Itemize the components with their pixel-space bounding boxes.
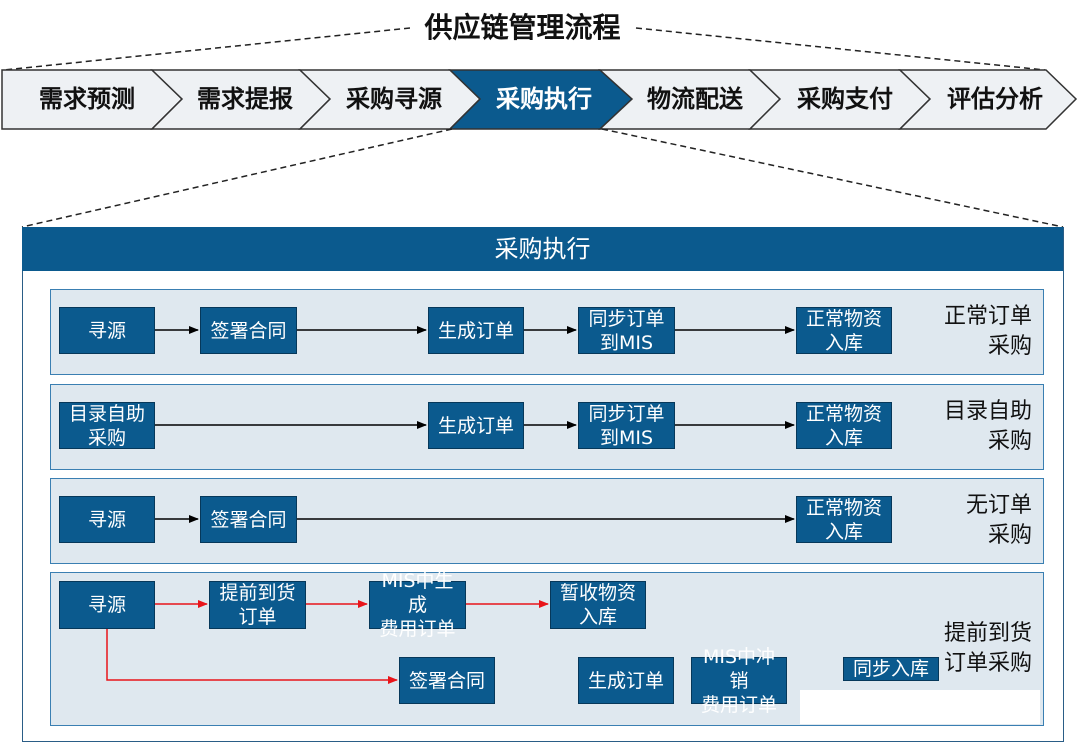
- row-label: 无订单采购: [965, 493, 1032, 548]
- step-box: 正常物资入库: [796, 307, 892, 354]
- stage-label-7: 评估分析: [947, 85, 1043, 113]
- stage-label-4-active: 采购执行: [496, 85, 592, 113]
- step-box: 暂收物资入库: [550, 581, 646, 629]
- row-label: 正常订单采购: [943, 304, 1032, 359]
- panel-title: 采购执行: [22, 227, 1063, 271]
- stage-label-6: 采购支付: [797, 85, 893, 113]
- step-box: 同步入库: [843, 657, 939, 681]
- chevron-bar: [1, 69, 1078, 130]
- step-box: 正常物资入库: [796, 402, 892, 449]
- step-box: 寻源: [59, 581, 155, 629]
- stage-shape-7: [898, 69, 1078, 130]
- watermark-mask: [800, 690, 1040, 724]
- step-box: 生成订单: [578, 657, 674, 704]
- step-box: 寻源: [59, 307, 155, 354]
- step-box: 生成订单: [428, 402, 524, 449]
- step-box: 生成订单: [428, 307, 524, 354]
- stage-label-2: 需求提报: [197, 85, 293, 113]
- step-box: 签署合同: [399, 657, 495, 704]
- step-box: MIS中生成费用订单: [369, 570, 466, 640]
- step-box: 同步订单到MIS: [578, 307, 675, 354]
- stage-label-1: 需求预测: [39, 85, 135, 113]
- step-box: 同步订单到MIS: [578, 402, 675, 449]
- step-box: 寻源: [59, 496, 155, 543]
- step-box: 签署合同: [200, 496, 297, 543]
- stage-label-5: 物流配送: [647, 85, 743, 113]
- step-box: 正常物资入库: [796, 496, 892, 543]
- stage-label-3: 采购寻源: [346, 85, 442, 113]
- row-label: 目录自助采购: [943, 399, 1032, 454]
- step-box: 提前到货订单: [209, 581, 306, 629]
- diagram-title: 供应链管理流程: [410, 8, 635, 48]
- step-box: 签署合同: [200, 307, 297, 354]
- row-label: 提前到货订单采购: [943, 621, 1032, 676]
- step-box: MIS中冲销费用订单: [691, 646, 787, 716]
- step-box: 目录自助采购: [59, 402, 155, 449]
